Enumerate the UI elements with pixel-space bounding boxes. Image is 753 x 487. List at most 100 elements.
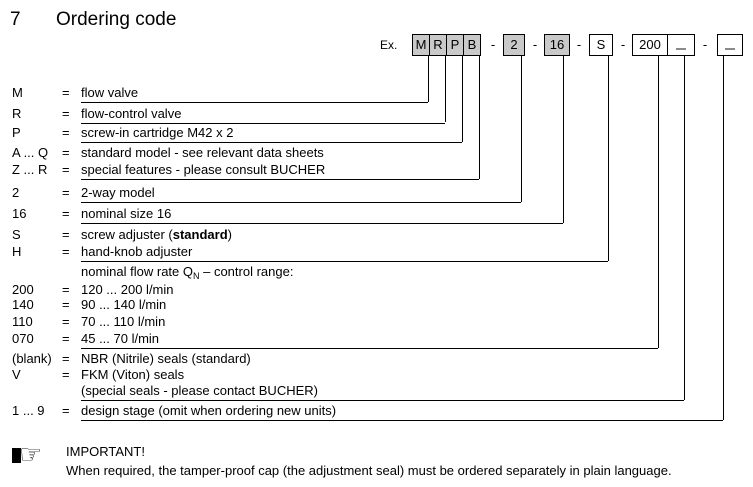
code-separator-dash-0: - (490, 37, 496, 52)
legend-key: P (12, 125, 21, 140)
leader-line-stage (723, 56, 724, 420)
legend-row: M=flow valve (0, 84, 753, 102)
blank-underscore (676, 48, 686, 50)
legend-value: standard model - see relevant data sheet… (81, 145, 324, 160)
legend-equals: = (62, 297, 70, 312)
code-box-m[interactable]: M (412, 34, 430, 56)
legend-equals: = (62, 162, 70, 177)
code-box-flow[interactable]: 200 (632, 34, 668, 56)
legend-value: FKM (Viton) seals (81, 367, 185, 382)
legend-row: R = flow-control valve (0, 105, 753, 123)
pointing-hand-icon: ☞ (12, 439, 58, 469)
legend-equals: = (62, 227, 70, 242)
legend-row: (blank)=NBR (Nitrile) seals (standard) (0, 350, 753, 368)
legend-key: H (12, 244, 22, 259)
legend-key: Z ... R (12, 162, 48, 177)
legend-value: hand-knob adjuster (81, 244, 193, 259)
legend-key: 2 (12, 185, 20, 200)
legend-row: 110 = 70 ... 110 l/min (0, 313, 753, 331)
legend-equals: = (62, 244, 70, 259)
code-box-seals[interactable] (667, 34, 695, 56)
page-title: Ordering code (56, 9, 177, 30)
leader-line-r (445, 56, 446, 122)
code-separator-dash-2: - (576, 37, 582, 52)
legend-value: screw-in cartridge M42 x 2 (81, 125, 234, 140)
legend-underline (81, 102, 428, 103)
legend-row: 1 ... 9 = design stage (omit when ordering… (0, 402, 753, 420)
code-separator-dash-1: - (532, 37, 538, 52)
legend-key: 140 (12, 297, 34, 312)
legend-row: 200 = 120 ... 200 l/min (0, 281, 753, 299)
code-box-r[interactable]: R (429, 34, 447, 56)
legend-row: A ... Q=standard model - see relevant da… (0, 144, 753, 162)
legend-equals: = (62, 314, 70, 329)
legend-underline (81, 261, 608, 262)
leader-line-size (563, 56, 564, 223)
legend-key: 1 ... 9 (12, 403, 45, 418)
code-box-stage[interactable] (717, 34, 743, 56)
legend-underline (81, 400, 684, 401)
legend-key: (blank) (12, 351, 52, 366)
legend-equals: = (62, 145, 70, 160)
leader-line-two (521, 56, 522, 202)
legend-underline (81, 179, 479, 180)
legend-value: design stage (omit when ordering new uni… (81, 403, 337, 418)
legend-value: screw adjuster (standard) (81, 227, 232, 242)
code-box-p[interactable]: P (446, 34, 464, 56)
code-box-two[interactable]: 2 (503, 34, 525, 56)
legend-equals: = (62, 106, 70, 121)
legend-row: V = FKM (Viton) seals (0, 366, 753, 384)
note-title: IMPORTANT! (66, 444, 145, 459)
code-box-b[interactable]: B (463, 34, 481, 56)
legend-key: R (12, 106, 22, 121)
legend-key: 200 (12, 282, 34, 297)
legend-row: nominal flow rate QN – control range: (0, 263, 753, 281)
legend-equals: = (62, 185, 70, 200)
legend-row: P = screw-in cartridge M42 x 2 (0, 124, 753, 142)
leader-line-p (462, 56, 463, 142)
legend-underline (81, 420, 723, 421)
code-separator-dash-4: - (702, 37, 708, 52)
legend-equals: = (62, 331, 70, 346)
legend-value: 70 ... 110 l/min (81, 314, 166, 329)
legend-equals: = (62, 282, 70, 297)
legend-underline (81, 223, 563, 224)
legend-underline (81, 142, 462, 143)
legend-value: (special seals - please contact BUCHER) (81, 383, 318, 398)
legend-equals: = (62, 403, 70, 418)
code-separator-dash-3: - (620, 37, 626, 52)
legend-value: 2-way model (81, 185, 155, 200)
legend-key: M (12, 85, 23, 100)
legend-row: 2 = 2-way model (0, 184, 753, 202)
legend-value: NBR (Nitrile) seals (standard) (81, 351, 251, 366)
legend-equals: = (62, 206, 70, 221)
legend-value: nominal flow rate QN – control range: (81, 264, 294, 281)
hand-icon-glyph: ☞ (19, 439, 43, 469)
example-label: Ex. (380, 38, 398, 52)
heading-number: 7 (10, 9, 21, 30)
legend-row: 140 = 90 ... 140 l/min (0, 296, 753, 314)
legend-value: special features - please consult BUCHER (81, 162, 326, 177)
legend-value: nominal size 16 (81, 206, 172, 221)
legend-value: flow-control valve (81, 106, 182, 121)
legend-key: 070 (12, 331, 34, 346)
legend-key: S (12, 227, 21, 242)
legend-key: 110 (12, 314, 33, 329)
leader-line-m (428, 56, 429, 102)
legend-underline (81, 123, 445, 124)
legend-value: 90 ... 140 l/min (81, 297, 167, 312)
leader-line-seals (684, 56, 685, 400)
blank-underscore (725, 48, 735, 50)
code-box-s[interactable]: S (589, 34, 613, 56)
legend-row: H = hand-knob adjuster (0, 243, 753, 261)
legend-equals: = (62, 367, 70, 382)
legend-value: 120 ... 200 l/min (81, 282, 174, 297)
legend-row: 070=45 ... 70 l/min (0, 330, 753, 348)
legend-equals: = (62, 125, 70, 140)
legend-row: 16=nominal size 16 (0, 205, 753, 223)
legend-row: S = screw adjuster (standard) (0, 226, 753, 244)
legend-value: flow valve (81, 85, 139, 100)
legend-row: (special seals - please contact BUCHER) (0, 382, 753, 400)
legend-key: V (12, 367, 21, 382)
code-box-size[interactable]: 16 (544, 34, 570, 56)
